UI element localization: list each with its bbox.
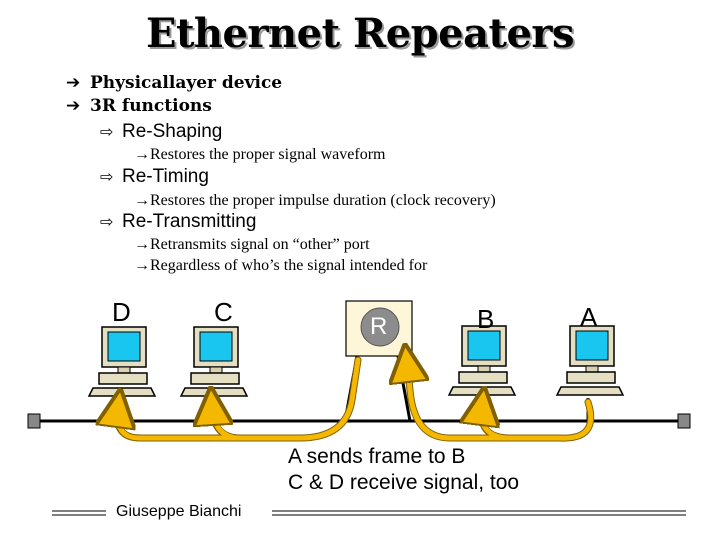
- node-label-a: A: [580, 302, 598, 332]
- bullet-retransmits-signal: →Retransmits signal on “other” port: [134, 236, 370, 254]
- bullet-re-timing: ⇨ Re-Timing: [100, 166, 209, 188]
- hollow-arrow-icon: ⇨: [100, 122, 114, 141]
- bullet-restores-waveform: →Restores the proper signal waveform: [134, 146, 385, 164]
- bullet-text: Re-Timing: [122, 166, 209, 187]
- terminator-right: [677, 413, 691, 429]
- hollow-arrow-icon: ⇨: [100, 167, 114, 186]
- computer-d: [88, 326, 156, 397]
- node-label-b: B: [477, 304, 495, 334]
- bullet-re-shaping: ⇨ Re-Shaping: [100, 121, 222, 143]
- node-label-r: R: [370, 313, 388, 340]
- caption-line-2: C & D receive signal, too: [288, 471, 520, 494]
- computer-b: [448, 325, 516, 396]
- bullet-regardless: →Regardless of who’s the signal intended…: [134, 257, 427, 275]
- caption-line-1: A sends frame to B: [288, 445, 466, 468]
- bullet-text: Restores the proper signal waveform: [150, 146, 386, 163]
- bullet-text: Retransmits signal on “other” port: [150, 236, 370, 253]
- node-label-c: C: [214, 297, 233, 327]
- bullet-re-transmitting: ⇨ Re-Transmitting: [100, 211, 256, 233]
- bullet-text: Re-Transmitting: [122, 211, 257, 232]
- signal-path: [117, 360, 594, 441]
- bullet-text: 3R functions: [90, 96, 212, 116]
- bullet-text: Regardless of who’s the signal intended …: [150, 257, 428, 274]
- slide-title: Ethernet Repeaters: [145, 10, 575, 57]
- arrow-icon: →: [134, 146, 150, 163]
- arrow-icon: →: [134, 192, 150, 209]
- repeater-disc: [360, 307, 400, 347]
- arrow-icon: →: [134, 236, 150, 253]
- bullet-text: Re-Shaping: [122, 121, 223, 142]
- arrow-icon: →: [134, 257, 150, 274]
- node-label-d: D: [112, 297, 131, 327]
- terminator-left: [27, 413, 41, 429]
- arrow-bullet-icon: ➔: [66, 96, 81, 116]
- bullet-text: Restores the proper impulse duration (cl…: [150, 192, 496, 209]
- diagram-caption: A sends frame to B C & D receive signal,…: [288, 444, 519, 496]
- computer-c: [180, 326, 248, 397]
- hollow-arrow-icon: ⇨: [100, 212, 114, 231]
- bullet-text: Physicallayer device: [90, 73, 283, 93]
- footer-author: Giuseppe Bianchi: [110, 503, 248, 521]
- bullet-restores-duration: →Restores the proper impulse duration (c…: [134, 192, 496, 210]
- computer-a: [556, 325, 624, 396]
- bullet-physical-layer: ➔ Physicallayer device: [66, 73, 282, 93]
- bullet-3r-functions: ➔ 3R functions: [66, 96, 212, 116]
- arrow-bullet-icon: ➔: [66, 73, 81, 93]
